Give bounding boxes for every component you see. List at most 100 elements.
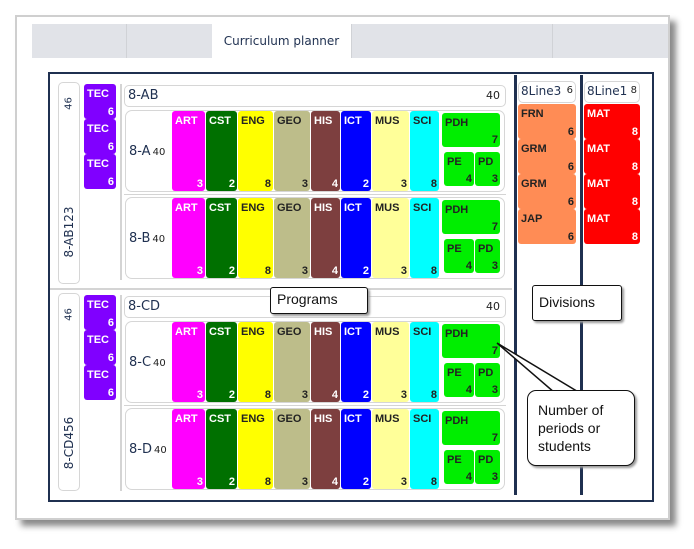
nav-tab: [32, 24, 127, 58]
block-count: 8: [264, 178, 271, 190]
class-name: 8-A: [129, 144, 151, 159]
callout-divisions: Divisions: [532, 285, 622, 321]
block-count: 3: [196, 476, 203, 488]
block-code: PDH: [445, 328, 469, 340]
block-count: 3: [491, 384, 498, 396]
block-code: PE: [447, 156, 462, 168]
block-code: SCI: [413, 115, 432, 127]
program-name: 8-CD: [128, 299, 161, 314]
division-count: 8: [630, 85, 637, 96]
block-count: 7: [491, 432, 498, 444]
block-count: 6: [107, 141, 114, 153]
block-code: SCI: [413, 413, 432, 425]
block-code: PE: [447, 367, 462, 379]
block-count: 6: [567, 196, 574, 208]
block-code: TEC: [87, 334, 109, 346]
class-name: 8-C: [129, 355, 152, 370]
tab-curriculum-planner[interactable]: Curriculum planner: [212, 24, 352, 58]
pd-block[interactable]: PD 3: [475, 363, 500, 397]
callout-tail: [496, 342, 583, 394]
block-count: 3: [196, 389, 203, 401]
block-count: 8: [430, 389, 437, 401]
block-count: 6: [567, 126, 574, 138]
block-code: PD: [478, 367, 494, 379]
block-count: 4: [331, 265, 338, 277]
block-code: ART: [175, 326, 198, 338]
block-count: 8: [430, 178, 437, 190]
block-count: 4: [465, 173, 472, 185]
subject-block-sci[interactable]: SCI 8: [410, 111, 439, 191]
division-count: 6: [566, 85, 573, 96]
subject-block-his[interactable]: HIS 4: [311, 111, 340, 191]
block-count: 4: [331, 178, 338, 190]
row-divider: [124, 405, 506, 406]
block-code: TEC: [87, 88, 109, 100]
block-count: 8: [631, 231, 638, 243]
block-code: PD: [478, 243, 494, 255]
block-count: 8: [631, 196, 638, 208]
subject-block-art[interactable]: ART 3: [172, 322, 205, 402]
row-divider: [124, 194, 506, 195]
block-code: SCI: [413, 202, 432, 214]
divider: [120, 84, 122, 280]
block-code: HIS: [314, 115, 333, 127]
